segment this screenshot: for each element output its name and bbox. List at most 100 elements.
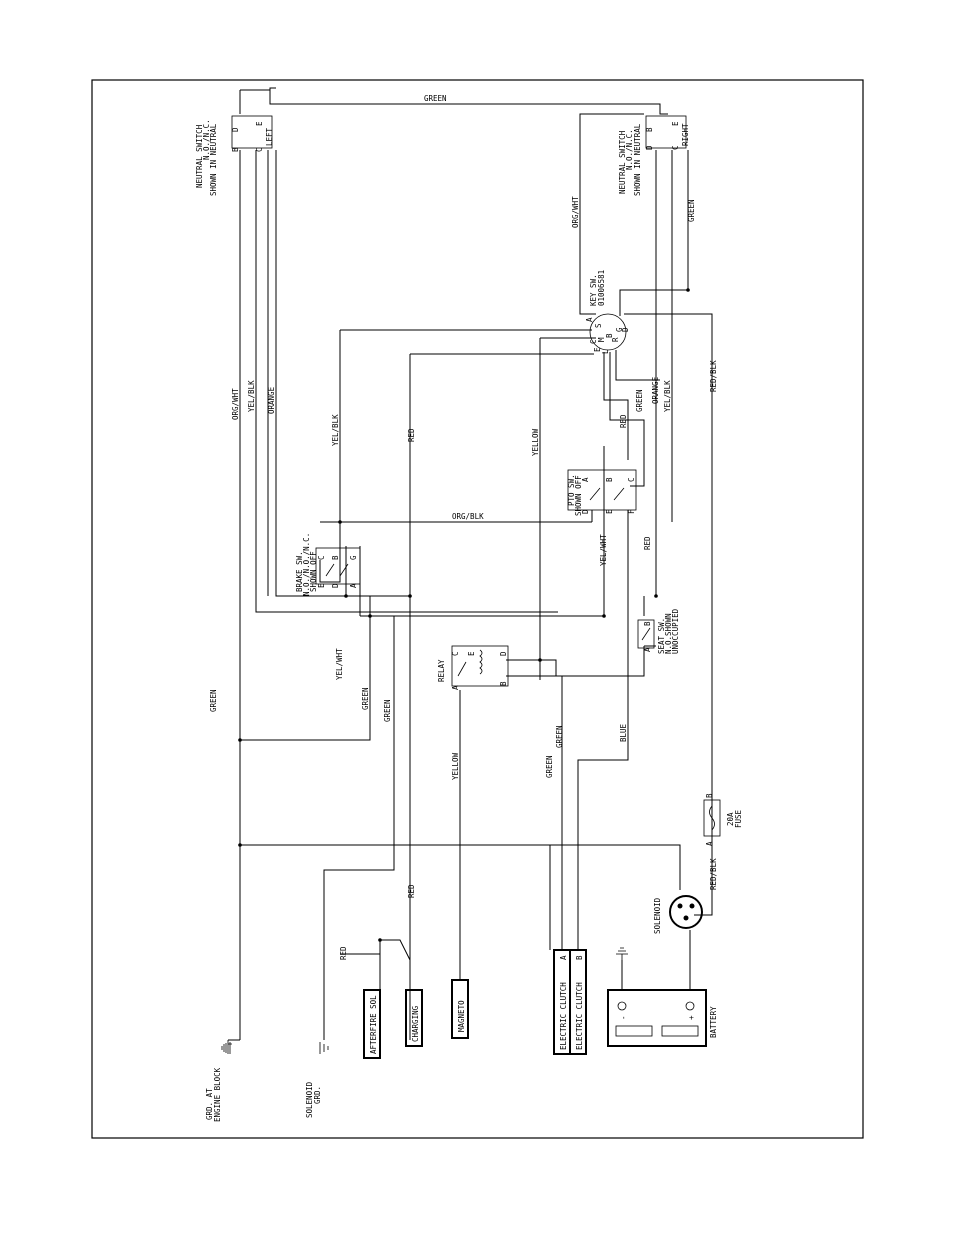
junctions <box>238 288 690 942</box>
wire-label: RED/BLK <box>709 858 718 890</box>
switch-title: NEUTRAL SWITCH <box>195 124 204 188</box>
terminal-label: B <box>231 147 240 152</box>
terminal-label: C <box>671 145 680 150</box>
terminal-label: A <box>643 647 652 652</box>
switch-subtitle: SHOWN IN NEUTRAL <box>633 123 642 196</box>
pto-switch: PTO SW. SHOWN OFF A B C D E F <box>567 469 637 516</box>
gnd-solenoid-label: SOLENOID <box>305 1081 314 1118</box>
wire-label: ORG/WHT <box>231 388 240 420</box>
charging: CHARGING <box>405 989 423 1047</box>
terminal-label: D <box>621 327 630 332</box>
switch-subtitle: N.O./N.C. <box>625 129 634 170</box>
terminal-label: D <box>581 509 590 514</box>
terminal-label: B <box>331 555 340 560</box>
wire-label: YEL/WHT <box>335 648 344 680</box>
battery-label: BATTERY <box>709 1006 718 1038</box>
terminal-label: B <box>605 477 614 482</box>
fuse: B A 20A FUSE <box>703 793 743 846</box>
wire-label: GREEN <box>687 199 696 222</box>
terminal-label: C <box>255 147 264 152</box>
clutch-label-a: ELECTRIC CLUTCH <box>559 982 568 1050</box>
wire-label: GREEN <box>383 699 392 722</box>
seat-subtitle: N.O.SHOWN <box>664 613 673 654</box>
battery-plus: + <box>687 1015 696 1020</box>
terminal-label: A <box>451 685 460 690</box>
terminal-label: E <box>671 121 680 126</box>
brake-title: BRAKE SW. <box>295 551 304 592</box>
terminal-label: E <box>467 651 476 656</box>
afterfire-sol: AFTERFIRE SOL <box>363 989 381 1059</box>
seat-switch: A B SEAT SW. N.O.SHOWN UNOCCUPIED <box>637 608 680 654</box>
seat-subtitle: UNOCCUPIED <box>671 608 680 654</box>
fuse-label: FUSE <box>734 809 743 828</box>
gnd-engine-label: ENGINE BLOCK <box>213 1067 222 1122</box>
terminal-label: A <box>705 841 714 846</box>
terminal-label: F <box>627 509 636 514</box>
terminal-label: D <box>499 651 508 656</box>
wire-label: ORG/BLK <box>452 512 484 521</box>
battery-minus: - <box>619 1015 628 1020</box>
wire-label: YEL/WHT <box>599 534 608 566</box>
wire-label: RED <box>407 884 416 898</box>
wire-label: YEL/BLK <box>331 414 340 446</box>
magneto-label: MAGNETO <box>457 1000 466 1032</box>
wire-labels: GREEN ORG/WHT YEL/BLK ORANGE YEL/BLK RED… <box>209 94 718 960</box>
wire-label: GREEN <box>424 94 447 103</box>
brake-switch: BRAKE SW. N.O./N.O./N.C. SHOWN OFF C B G… <box>295 533 361 596</box>
pto-title: PTO SW. <box>567 474 576 506</box>
terminal-label: G <box>615 327 624 332</box>
wire-label: ORANGE <box>267 386 276 414</box>
terminal-label: E <box>317 583 326 588</box>
relay-label: RELAY <box>437 659 446 682</box>
wire-label: YEL/BLK <box>247 380 256 412</box>
wire-label: ORANGE <box>651 376 660 404</box>
terminal-label: A <box>349 583 358 588</box>
clutch-term-a: A <box>559 955 568 960</box>
wire-label: GREEN <box>555 725 564 748</box>
terminal-label: D <box>645 145 654 150</box>
wire-label: GREEN <box>545 755 554 778</box>
wire-label: GREEN <box>361 687 370 710</box>
switch-subtitle: SHOWN IN NEUTRAL <box>209 123 218 196</box>
wire-label: ORG/WHT <box>571 196 580 228</box>
terminal-label: B <box>705 793 714 798</box>
terminal-label: A <box>581 477 590 482</box>
key-switch-partno: 01006581 <box>597 270 606 306</box>
terminal-label: B <box>499 681 508 686</box>
wire-label: RED/BLK <box>709 360 718 392</box>
clutch-term-b: B <box>575 955 584 960</box>
terminal-label: D <box>231 127 240 132</box>
relay: RELAY A C E D B <box>437 645 509 690</box>
terminal-label: M <box>597 337 606 342</box>
terminal-label: E <box>605 509 614 514</box>
gnd-solenoid-label: GRD. <box>313 1086 322 1104</box>
wires <box>228 87 713 1041</box>
terminal-label: G <box>349 555 358 560</box>
terminal-label: E <box>255 121 264 126</box>
gnd-engine-label: GRD. AT <box>205 1088 214 1120</box>
electric-clutch: ELECTRIC CLUTCH A ELECTRIC CLUTCH B <box>553 949 587 1055</box>
charging-label: CHARGING <box>411 1005 420 1042</box>
switch-subtitle: N.O./N.C. <box>202 119 211 160</box>
wire-label: YELLOW <box>451 752 460 780</box>
wire-label: RED <box>619 414 628 428</box>
terminal-label: C <box>317 555 326 560</box>
wire-label: RED <box>643 536 652 550</box>
terminal-label: B <box>605 333 614 338</box>
solenoid-label: SOLENOID <box>653 897 662 934</box>
ground-engine-block: GRD. AT ENGINE BLOCK <box>205 1040 232 1122</box>
key-switch-title: KEY SW. <box>589 274 598 306</box>
terminal-label: D <box>331 583 340 588</box>
seat-title: SEAT SW. <box>657 618 666 654</box>
wire-label: GREEN <box>209 689 218 712</box>
wire-label: YEL/BLK <box>663 380 672 412</box>
brake-subtitle: SHOWN OFF <box>309 551 318 592</box>
neutral-switch-right: B D C E RIGHT NEUTRAL SWITCH N.O./N.C. S… <box>618 115 690 196</box>
battery: - + BATTERY <box>607 947 718 1047</box>
neutral-switch-left: B D C E LEFT NEUTRAL SWITCH N.O./N.C. SH… <box>195 115 274 196</box>
switch-side: LEFT <box>265 127 274 146</box>
wire-label: GREEN <box>635 389 644 412</box>
switch-side: RIGHT <box>681 123 690 146</box>
terminal-label: E <box>593 347 602 352</box>
terminal-label: C <box>451 651 460 656</box>
